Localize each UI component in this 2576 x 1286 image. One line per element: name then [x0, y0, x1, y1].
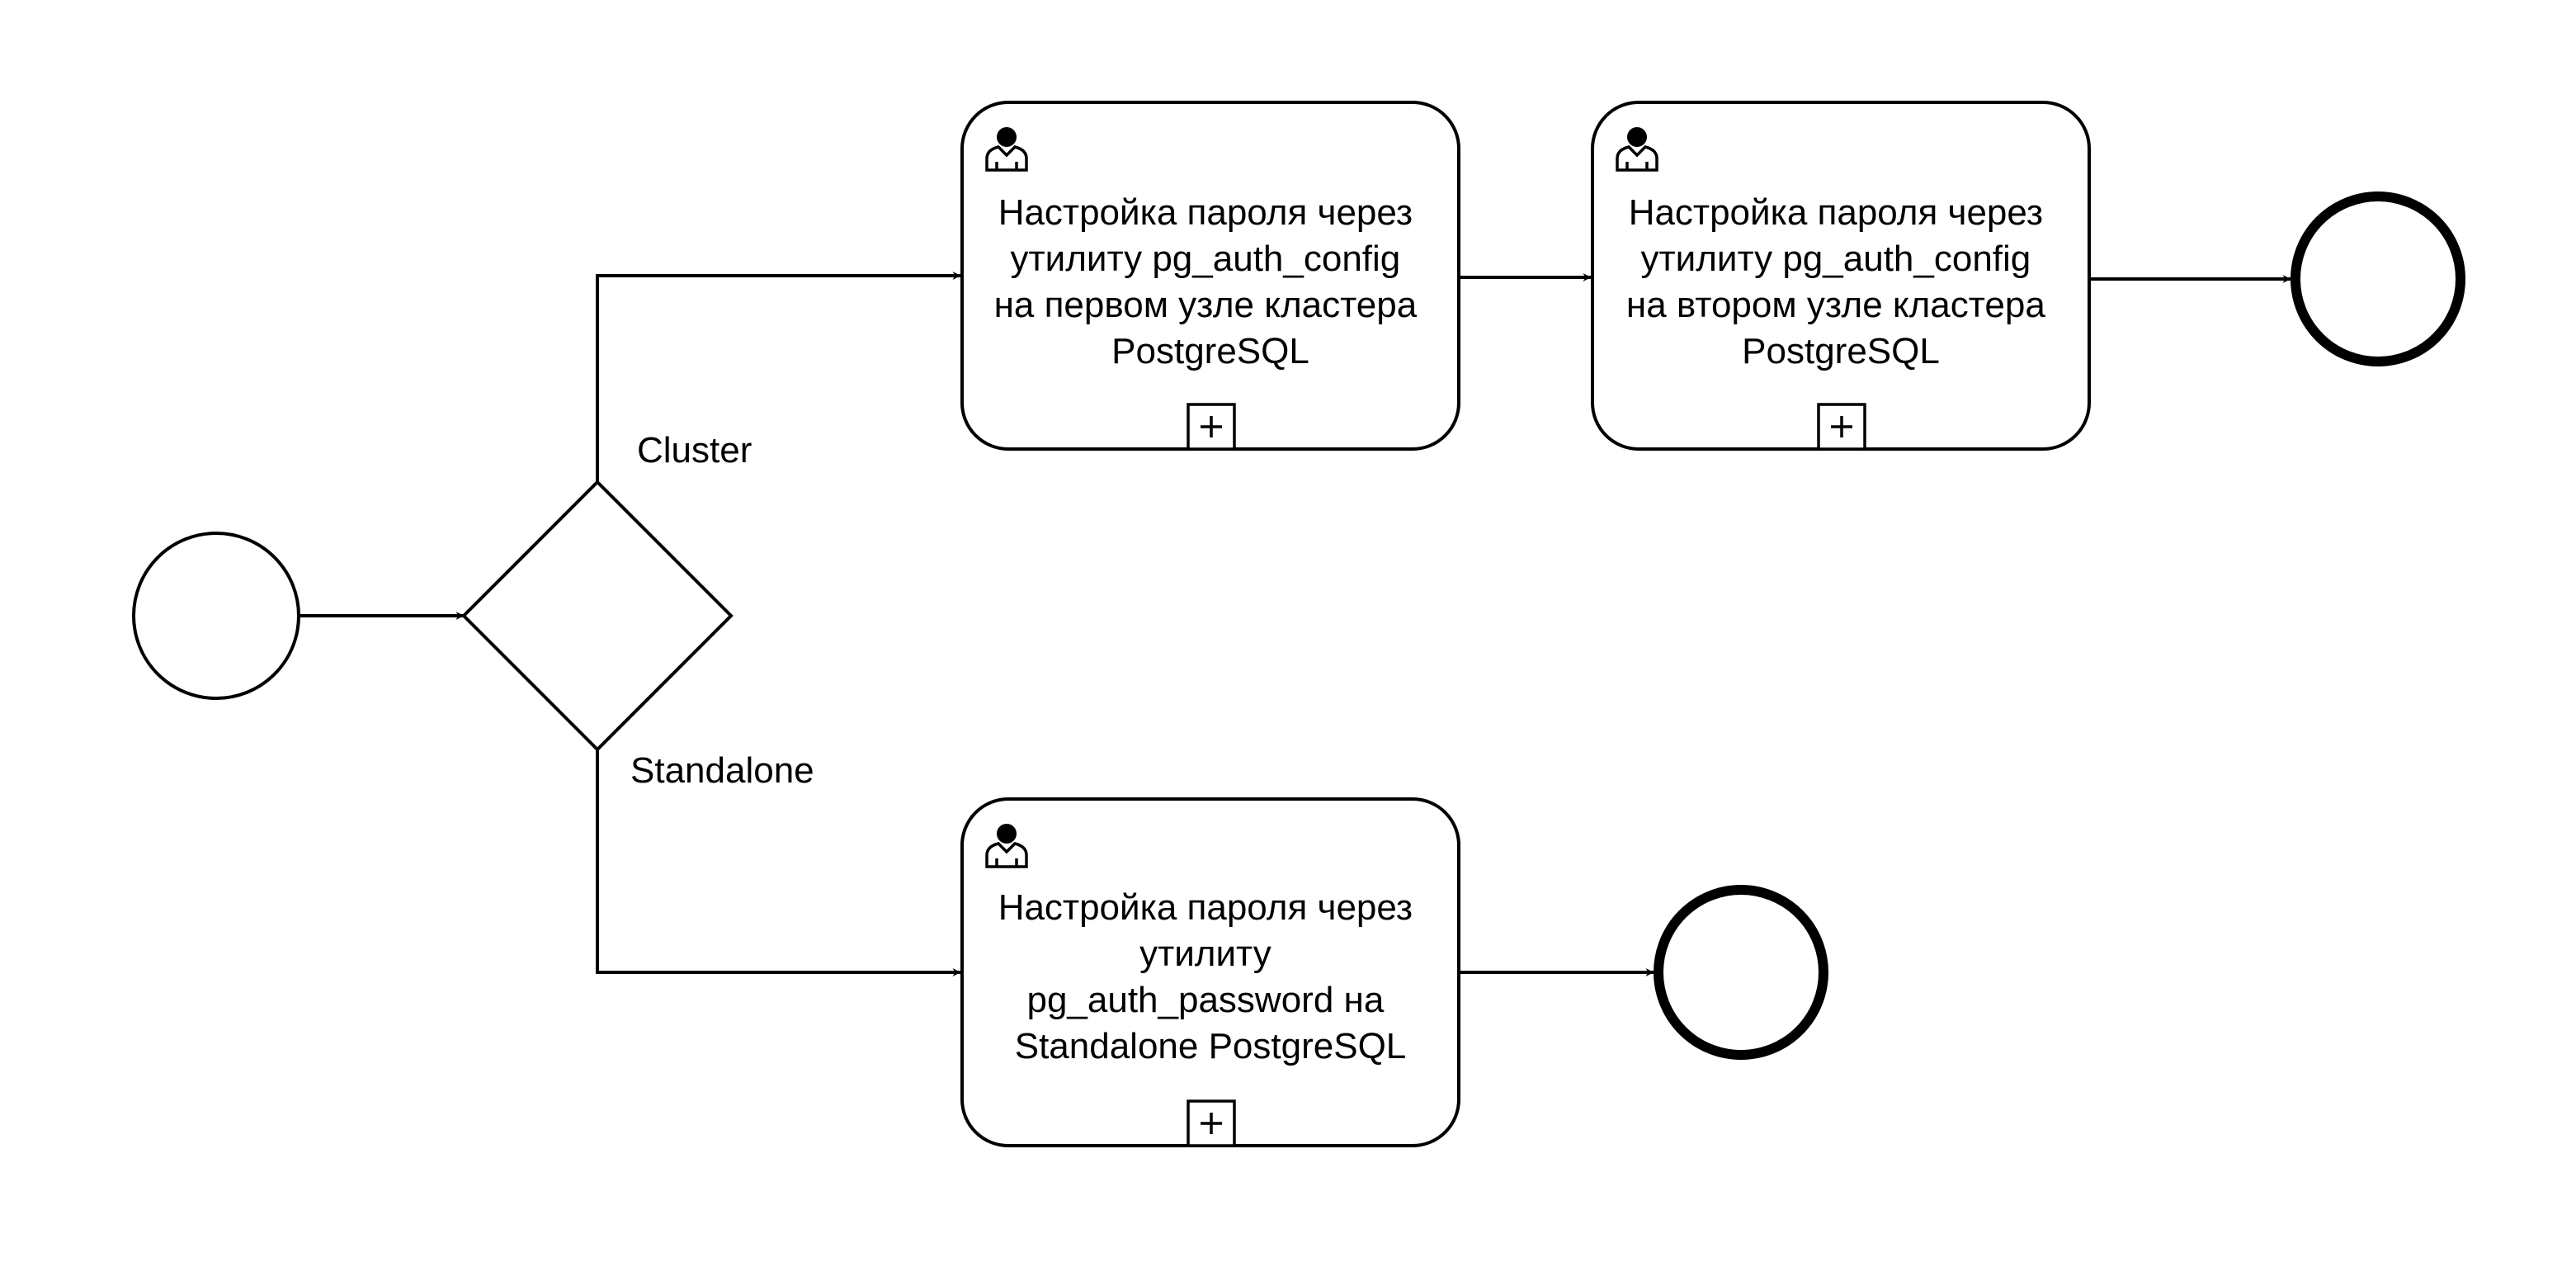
user-icon	[985, 824, 1028, 868]
subprocess-plus-icon[interactable]	[1817, 403, 1866, 451]
user-icon	[985, 127, 1028, 172]
user-icon	[1616, 127, 1658, 172]
task-first-cluster-node[interactable]: Настройка пароля через утилиту pg_auth_c…	[960, 101, 1460, 451]
end-event-standalone[interactable]	[1654, 885, 1828, 1060]
task-second-cluster-node[interactable]: Настройка пароля через утилиту pg_auth_c…	[1591, 101, 2091, 451]
start-event[interactable]	[132, 532, 300, 700]
gateway-label-cluster: Cluster	[637, 430, 752, 470]
task-label: Настройка пароля через утилиту pg_auth_c…	[994, 192, 1427, 371]
subprocess-plus-icon[interactable]	[1187, 1099, 1236, 1147]
sequence-flow-standalone[interactable]	[596, 749, 961, 976]
task-label: Настройка пароля через утилиту pg_auth_c…	[1626, 192, 2055, 371]
sequence-flow-cluster[interactable]	[596, 272, 961, 482]
subprocess-plus-icon[interactable]	[1187, 403, 1236, 451]
task-standalone[interactable]: Настройка пароля через утилиту pg_auth_p…	[960, 797, 1460, 1147]
task-label: Настройка пароля через утилиту pg_auth_p…	[998, 887, 1423, 1066]
end-event-cluster[interactable]	[2291, 191, 2465, 366]
gateway-label-standalone: Standalone	[630, 750, 814, 791]
exclusive-gateway[interactable]	[461, 480, 734, 752]
